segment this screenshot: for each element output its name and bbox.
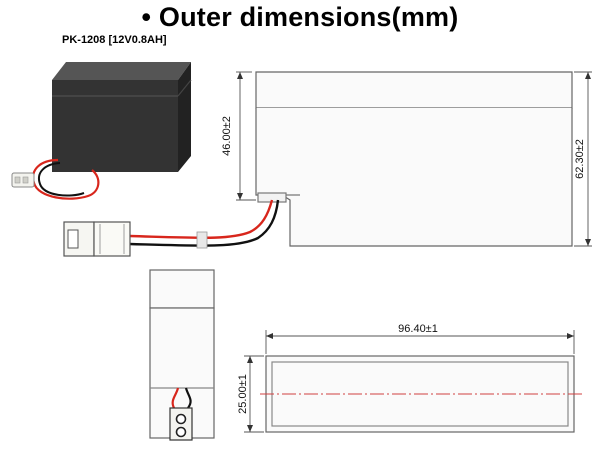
width-label: 25.00±1 bbox=[237, 374, 249, 414]
side-view-connector bbox=[63, 221, 131, 257]
model-label: PK-1208 [12V0.8AH] bbox=[62, 34, 167, 46]
width-dimension bbox=[244, 355, 264, 433]
side-view bbox=[255, 71, 573, 247]
side-view-wires bbox=[129, 199, 280, 249]
end-view-connector bbox=[169, 407, 193, 441]
terminal-height-label: 46.00±2 bbox=[221, 116, 233, 156]
terminal-height-dimension bbox=[236, 71, 256, 201]
length-label: 96.40±1 bbox=[398, 323, 438, 335]
length-dimension bbox=[265, 330, 575, 354]
page-title: • Outer dimensions(mm) bbox=[141, 2, 459, 32]
battery-photo bbox=[11, 62, 192, 200]
end-view-wires bbox=[171, 387, 192, 409]
total-height-dimension bbox=[574, 71, 592, 247]
total-height-label: 62.30±2 bbox=[574, 139, 586, 179]
